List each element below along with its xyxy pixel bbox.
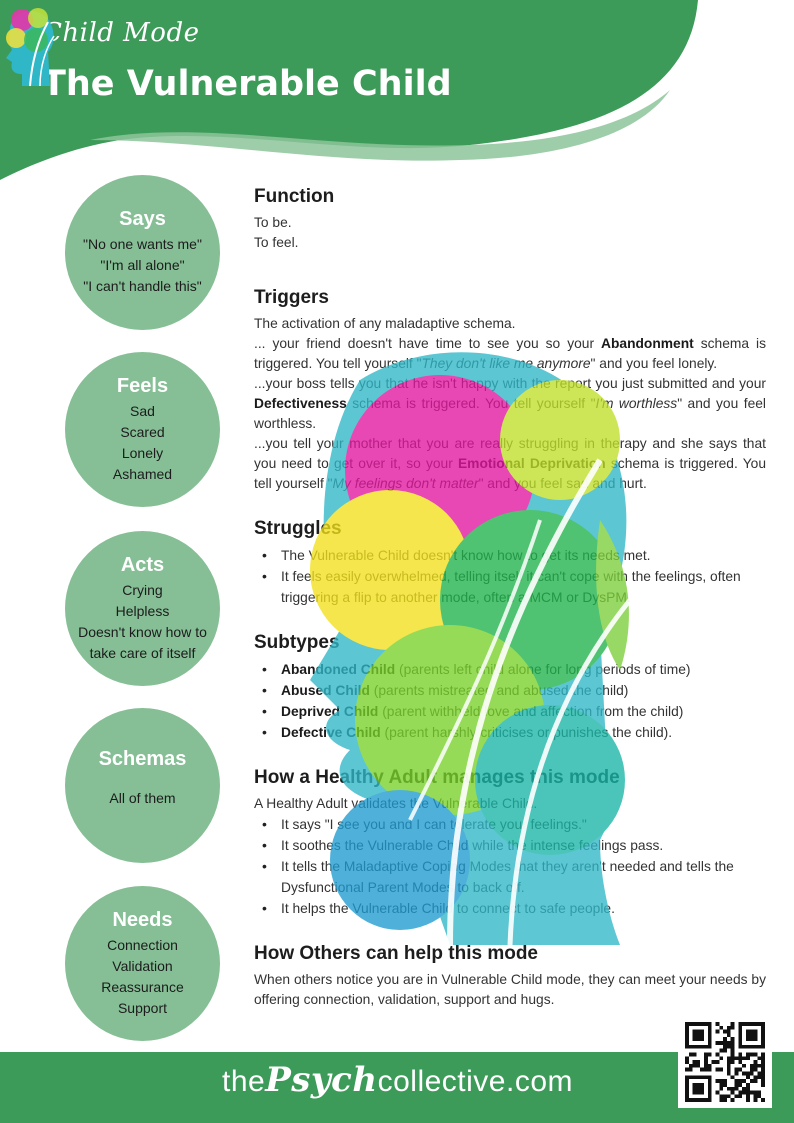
- colorful-head-icon: [6, 8, 55, 87]
- struggles-heading: Struggles: [254, 518, 342, 539]
- subtype-item: Defective Child (parent harshly criticis…: [254, 722, 766, 743]
- needs-item: Connection: [107, 936, 178, 953]
- subtypes-heading: Subtypes: [254, 632, 340, 653]
- header-wave-shape: [0, 0, 698, 180]
- acts-heading: Acts: [120, 553, 165, 576]
- says-circle: Says "No one wants me" "I'm all alone" "…: [65, 175, 220, 330]
- feels-item: Sad: [130, 402, 155, 419]
- function-line: To feel.: [254, 235, 299, 250]
- triggers-section: Triggers The activation of any maladapti…: [254, 287, 766, 494]
- subtype-item: Abandoned Child (parents left child alon…: [254, 659, 766, 680]
- healthy-adult-intro: A Healthy Adult validates the Vulnerable…: [254, 796, 538, 811]
- footer-brand-link[interactable]: thePsychcollective.com: [222, 1060, 574, 1100]
- main-content: Function To be. To feel. Triggers The ac…: [254, 186, 766, 1010]
- feels-circle: Feels Sad Scared Lonely Ashamed: [65, 352, 220, 507]
- header-subtitle: Child Mode: [42, 18, 200, 48]
- struggles-section: Struggles The Vulnerable Child doesn't k…: [254, 518, 766, 608]
- others-section: How Others can help this mode When other…: [254, 943, 766, 1010]
- triggers-intro: The activation of any maladaptive schema…: [254, 316, 516, 331]
- healthy-adult-item: It soothes the Vulnerable Child while th…: [254, 835, 766, 856]
- header-banner: Child Mode The Vulnerable Child: [0, 0, 794, 190]
- acts-item: Helpless: [115, 602, 170, 619]
- function-section: Function To be. To feel.: [254, 186, 766, 253]
- others-heading: How Others can help this mode: [254, 943, 538, 964]
- healthy-adult-item: It tells the Maladaptive Coping Modes th…: [254, 856, 766, 898]
- says-item: "I'm all alone": [100, 257, 185, 273]
- acts-item: Doesn't know how to: [78, 623, 207, 640]
- healthy-adult-item: It helps the Vulnerable Child to connect…: [254, 898, 766, 919]
- healthy-adult-heading: How a Healthy Adult manages this mode: [254, 767, 620, 788]
- needs-item: Reassurance: [101, 978, 184, 995]
- others-text: When others notice you are in Vulnerable…: [254, 972, 766, 1007]
- trigger-example: ...you tell your mother that you are rea…: [254, 436, 767, 491]
- schemas-heading: Schemas: [98, 748, 187, 770]
- struggles-item: It feels easily overwhelmed, telling its…: [254, 566, 766, 608]
- feels-heading: Feels: [116, 374, 169, 397]
- struggles-item: The Vulnerable Child doesn't know how to…: [254, 545, 766, 566]
- feels-item: Scared: [120, 423, 165, 440]
- healthy-adult-section: How a Healthy Adult manages this mode A …: [254, 767, 766, 919]
- needs-item: Support: [117, 999, 168, 1016]
- acts-circle: Acts Crying Helpless Doesn't know how to…: [65, 531, 220, 686]
- needs-heading: Needs: [112, 908, 173, 931]
- schemas-circle: Schemas All of them: [65, 708, 220, 863]
- acts-item: take care of itself: [89, 644, 196, 661]
- trigger-example: ... your friend doesn't have time to see…: [254, 336, 766, 371]
- feels-item: Ashamed: [112, 465, 173, 482]
- function-heading: Function: [254, 186, 335, 207]
- subtype-item: Deprived Child (parent withheld love and…: [254, 701, 766, 722]
- needs-circle: Needs Connection Validation Reassurance …: [65, 886, 220, 1041]
- schemas-item: All of them: [109, 790, 176, 806]
- subtypes-section: Subtypes Abandoned Child (parents left c…: [254, 632, 766, 743]
- qr-code-icon: [678, 1016, 772, 1108]
- triggers-heading: Triggers: [254, 287, 329, 308]
- needs-item: Validation: [112, 957, 173, 974]
- says-item: "No one wants me": [83, 236, 202, 252]
- footer-bar: thePsychcollective.com: [0, 1052, 794, 1123]
- says-heading: Says: [119, 208, 166, 230]
- function-line: To be.: [254, 215, 292, 230]
- acts-item: Crying: [122, 581, 163, 598]
- subtype-item: Abused Child (parents mistreated and abu…: [254, 680, 766, 701]
- feels-item: Lonely: [121, 444, 164, 461]
- page-title: The Vulnerable Child: [42, 64, 452, 104]
- trigger-example: ...your boss tells you that he isn't hap…: [254, 376, 766, 431]
- says-item: "I can't handle this": [83, 278, 202, 294]
- healthy-adult-item: It says "I see you and I can tolerate yo…: [254, 814, 766, 835]
